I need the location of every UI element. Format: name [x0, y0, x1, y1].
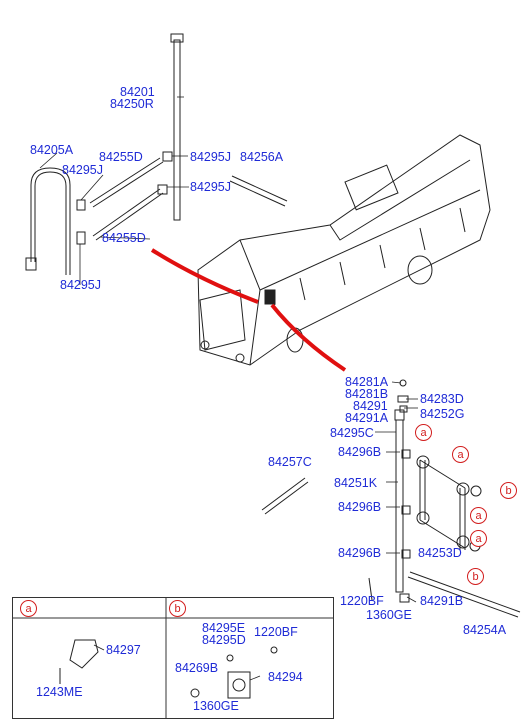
callout-a-3: a — [470, 507, 487, 524]
legend-b-1220BF: 1220BF — [254, 625, 298, 639]
label-84253D: 84253D — [418, 546, 462, 560]
label-84296B-2: 84296B — [338, 500, 382, 514]
callout-a-1: a — [415, 424, 432, 441]
label-84254A: 84254A — [463, 623, 507, 637]
legend-box — [12, 597, 334, 719]
legend-a-1243ME: 1243ME — [36, 685, 83, 699]
legend-b-84295E: 84295E — [202, 621, 246, 635]
legend-b-84295D: 84295D — [202, 633, 246, 647]
label-84296B-1: 84296B — [338, 445, 382, 459]
arrow-left — [150, 248, 259, 304]
arrow-right — [270, 303, 347, 372]
bar-84254A — [407, 571, 521, 618]
bar-84256A — [229, 175, 288, 207]
label-84295J-d: 84295J — [60, 278, 102, 292]
label-84283D: 84283D — [420, 392, 464, 406]
bar-84257C — [261, 477, 309, 515]
label-84250R: 84250R — [110, 97, 154, 111]
label-84295J-c: 84295J — [190, 180, 232, 194]
label-84296B-3: 84296B — [338, 546, 382, 560]
callout-a-2: a — [452, 446, 469, 463]
callout-b-2: b — [467, 568, 484, 585]
bar-84255D-bottom — [92, 188, 164, 241]
callout-b-1: b — [500, 482, 517, 499]
bracket-84294 — [227, 671, 251, 699]
bus-illustration — [197, 134, 491, 366]
label-84201: 84201 — [120, 85, 155, 99]
legend-tag-b: b — [169, 600, 186, 617]
legend-b-84294: 84294 — [268, 670, 303, 684]
label-84281B: 84281B — [345, 387, 389, 401]
callout-a-4: a — [470, 530, 487, 547]
label-84291A: 84291A — [345, 411, 389, 425]
rod-84201 — [173, 39, 181, 221]
label-84281A: 84281A — [345, 375, 389, 389]
label-1220BF: 1220BF — [340, 594, 384, 608]
label-84295J-b: 84295J — [190, 150, 232, 164]
label-84291B: 84291B — [420, 594, 464, 608]
legend-b-84269B: 84269B — [175, 661, 219, 675]
grommet-84297 — [69, 639, 99, 669]
clip-84295J-a — [76, 199, 86, 211]
label-84251K: 84251K — [334, 476, 378, 490]
legend-a-84297: 84297 — [106, 643, 141, 657]
label-1360GE: 1360GE — [366, 608, 412, 622]
label-84252G: 84252G — [420, 407, 465, 421]
handle-84205A — [30, 167, 71, 275]
label-84256A: 84256A — [240, 150, 284, 164]
label-84205A: 84205A — [30, 143, 74, 157]
label-84257C: 84257C — [268, 455, 312, 469]
clip-84295J-d — [76, 231, 86, 245]
bar-84255D-top — [89, 157, 164, 208]
label-84295J-a: 84295J — [62, 163, 104, 177]
label-84255D-top: 84255D — [99, 150, 143, 164]
label-84295C: 84295C — [330, 426, 374, 440]
legend-tag-a: a — [20, 600, 37, 617]
label-84255D-bottom: 84255D — [102, 231, 146, 245]
label-84291: 84291 — [353, 399, 388, 413]
legend-b-1360GE: 1360GE — [193, 699, 239, 713]
